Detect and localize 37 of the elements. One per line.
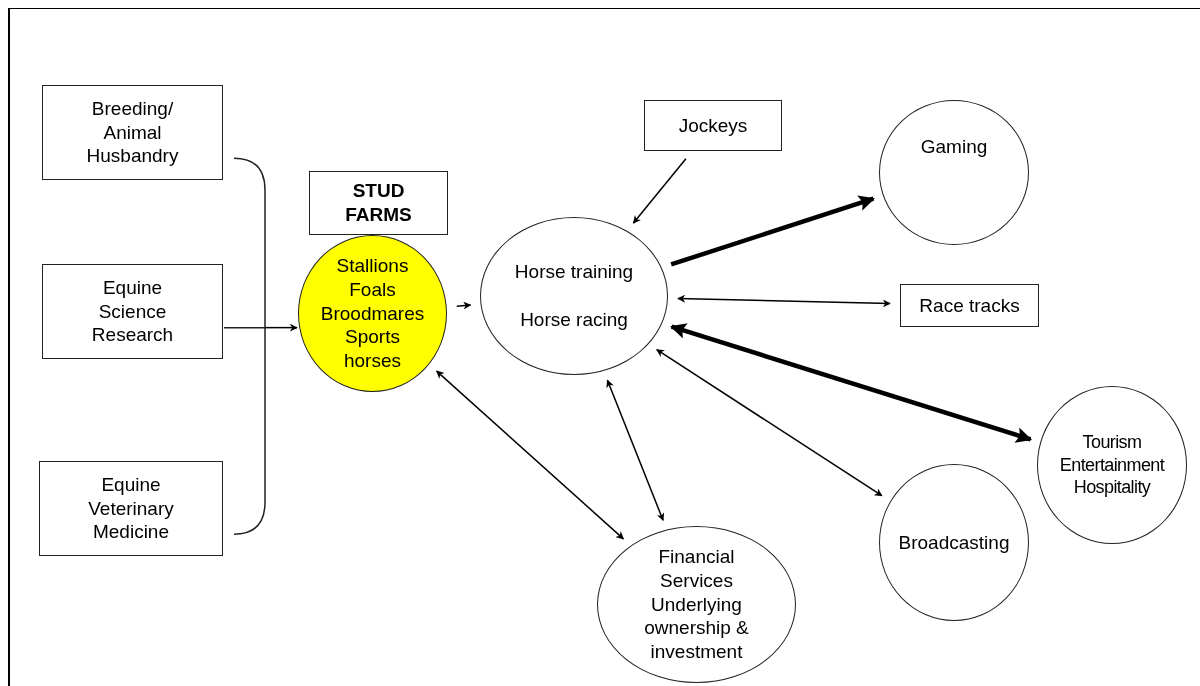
node-text: Jockeys <box>678 113 748 138</box>
node-text: Race tracks <box>919 293 1020 318</box>
node-text: Broadcasting <box>898 530 1010 555</box>
arrow <box>677 294 891 308</box>
arrow <box>264 323 298 332</box>
label-box <box>42 85 223 180</box>
node-text: Stallions <box>336 254 409 278</box>
node-text: Underlying ownership & investment <box>643 592 750 664</box>
bracket-line <box>233 157 266 329</box>
arrow <box>632 158 687 224</box>
label-box <box>42 264 223 359</box>
label-box <box>309 171 448 235</box>
node-text: Tourism <box>1082 431 1142 454</box>
node-text: STUD FARMS <box>344 179 413 227</box>
node-text: Horse training <box>514 260 634 284</box>
node-text: Financial Services <box>657 545 736 593</box>
node-text: Equine Veterinary Medicine <box>87 472 175 545</box>
bracket-line <box>233 326 266 535</box>
arrow <box>670 195 875 267</box>
arrow <box>455 301 472 310</box>
node-text: Entertainment <box>1059 453 1165 477</box>
bracket-line <box>223 326 266 329</box>
label-box <box>900 284 1039 327</box>
arrow <box>435 370 625 540</box>
node-text: Sports horses <box>343 325 402 373</box>
arrow <box>670 323 1033 443</box>
node-text: Foals <box>349 277 396 302</box>
arrow <box>606 379 665 522</box>
node-text: Gaming <box>920 135 988 159</box>
arrow <box>656 348 883 497</box>
node-text: Broodmares <box>320 301 425 326</box>
node-text: Horse racing <box>520 308 628 332</box>
label-box <box>644 100 782 151</box>
label-box <box>39 461 223 556</box>
node-text: Hospitality <box>1073 476 1151 499</box>
node-text: Breeding/ Animal Husbandry <box>86 96 179 169</box>
node-text: Equine Science Research <box>91 275 174 348</box>
